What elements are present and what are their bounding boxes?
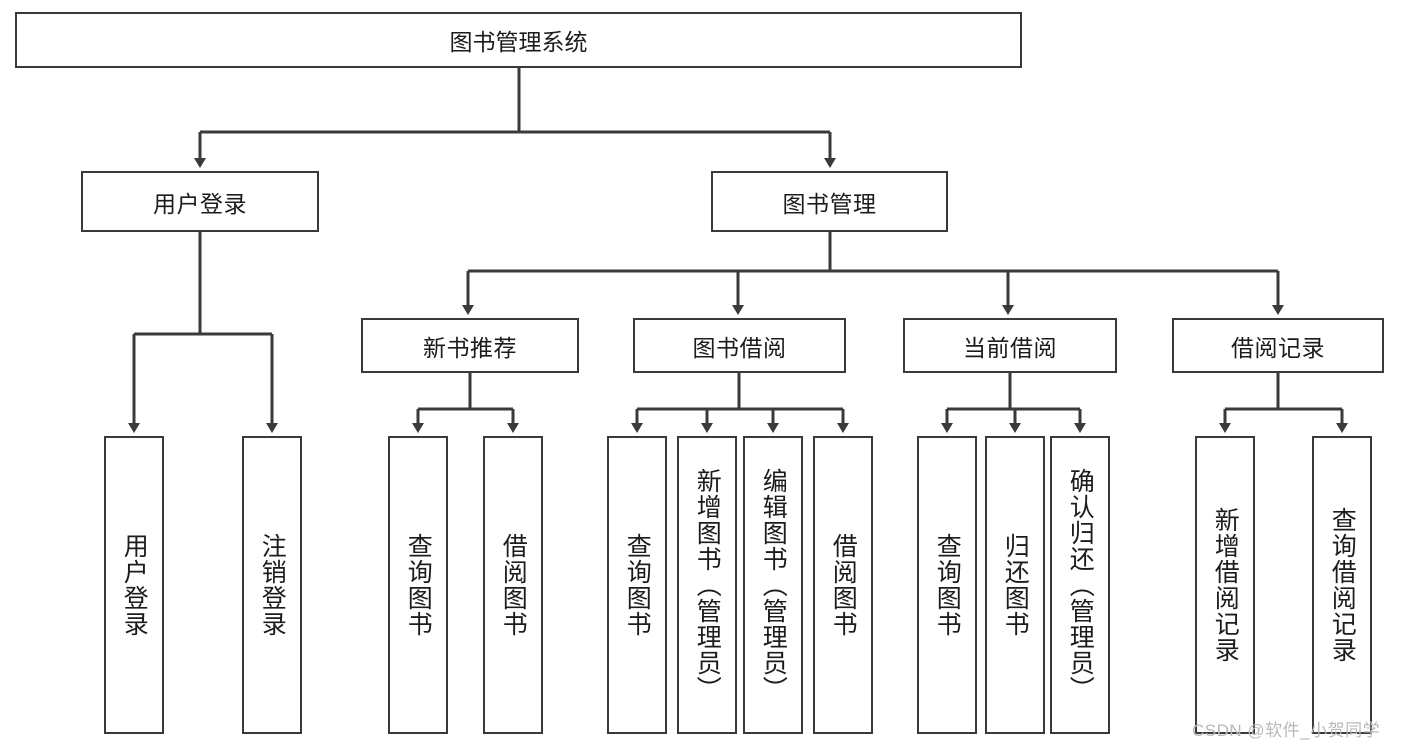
- node-leaf-logout-login[interactable]: 注销登录: [242, 436, 302, 734]
- node-borrow-record-label: 借阅记录: [1231, 334, 1325, 361]
- node-user-login-label: 用户登录: [153, 190, 247, 217]
- node-leaf-label: 用户登录: [120, 533, 149, 637]
- node-leaf-label: 注销登录: [258, 533, 287, 637]
- node-book-borrow[interactable]: 图书借阅: [633, 318, 846, 373]
- node-leaf-label: 新增借阅记录: [1211, 507, 1240, 663]
- node-root-label: 图书管理系统: [449, 29, 588, 55]
- node-leaf-label: 新增图书（管理员）: [693, 468, 722, 702]
- node-leaf-label: 借阅图书: [829, 533, 858, 637]
- node-leaf-edit-book-admin[interactable]: 编辑图书（管理员）: [743, 436, 803, 734]
- node-leaf-confirm-return-admin[interactable]: 确认归还（管理员）: [1050, 436, 1110, 734]
- node-book-management[interactable]: 图书管理: [711, 171, 948, 232]
- node-user-login[interactable]: 用户登录: [81, 171, 319, 232]
- node-book-borrow-label: 图书借阅: [692, 334, 787, 361]
- node-leaf-query-borrow-record[interactable]: 查询借阅记录: [1312, 436, 1372, 734]
- node-leaf-label: 归还图书: [1001, 533, 1030, 637]
- node-leaf-user-login[interactable]: 用户登录: [104, 436, 164, 734]
- node-leaf-label: 编辑图书（管理员）: [759, 468, 788, 702]
- node-leaf-query-book-borrow[interactable]: 查询图书: [607, 436, 667, 734]
- node-book-management-label: 图书管理: [782, 190, 877, 217]
- node-leaf-label: 查询图书: [623, 533, 652, 637]
- node-leaf-borrow-book[interactable]: 借阅图书: [813, 436, 873, 734]
- node-borrow-record[interactable]: 借阅记录: [1172, 318, 1384, 373]
- node-current-borrow-label: 当前借阅: [963, 334, 1057, 361]
- node-leaf-add-borrow-record[interactable]: 新增借阅记录: [1195, 436, 1255, 734]
- node-leaf-label: 查询图书: [933, 533, 962, 637]
- node-new-book-recommend[interactable]: 新书推荐: [361, 318, 579, 373]
- node-leaf-label: 查询借阅记录: [1328, 507, 1357, 663]
- node-leaf-label: 借阅图书: [499, 533, 528, 637]
- node-leaf-query-book-new[interactable]: 查询图书: [388, 436, 448, 734]
- node-leaf-label: 查询图书: [404, 533, 433, 637]
- node-current-borrow[interactable]: 当前借阅: [903, 318, 1117, 373]
- node-leaf-borrow-book-new[interactable]: 借阅图书: [483, 436, 543, 734]
- node-new-book-recommend-label: 新书推荐: [423, 334, 517, 361]
- node-leaf-add-book-admin[interactable]: 新增图书（管理员）: [677, 436, 737, 734]
- node-leaf-label: 确认归还（管理员）: [1066, 468, 1095, 702]
- node-leaf-query-book-current[interactable]: 查询图书: [917, 436, 977, 734]
- node-root-system[interactable]: 图书管理系统: [15, 12, 1022, 68]
- watermark-credit: CSDN @软件_小贺同学: [1192, 721, 1381, 740]
- node-leaf-return-book[interactable]: 归还图书: [985, 436, 1045, 734]
